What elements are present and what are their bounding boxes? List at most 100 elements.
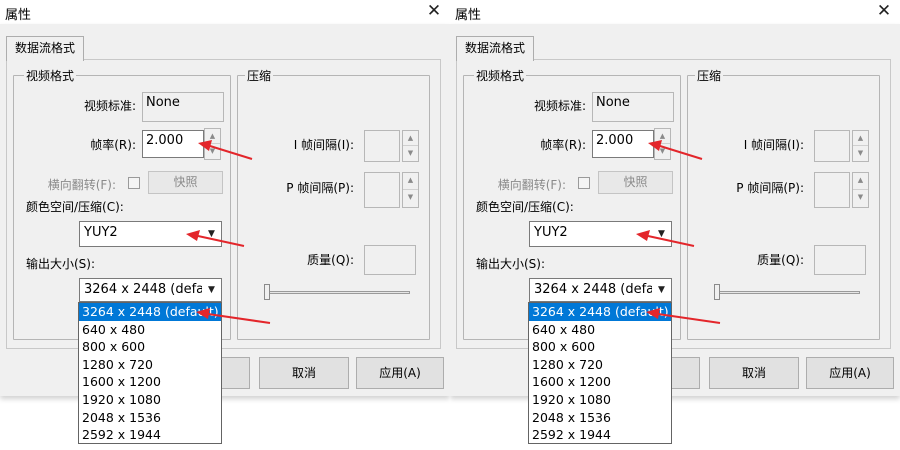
i-frame-interval-field <box>364 130 400 162</box>
window-title: 属性 <box>455 8 482 23</box>
dropdown-option[interactable]: 1920 x 1080 <box>82 391 161 407</box>
frame-rate-label: 帧率(R): <box>540 138 586 152</box>
spin-up-icon[interactable]: ▲ <box>205 129 220 144</box>
dropdown-option[interactable]: 2048 x 1536 <box>532 409 611 425</box>
quality-label: 质量(Q): <box>757 253 804 267</box>
spin-down-icon[interactable]: ▼ <box>407 149 414 157</box>
quality-slider-track[interactable] <box>268 291 410 294</box>
properties-dialog-right: 属性 ✕ 数据流格式 视频格式 视频标准: None 帧率(R): 2.000 … <box>450 0 900 450</box>
quality-slider-thumb[interactable] <box>264 284 270 300</box>
output-size-value: 3264 x 2448 (default) <box>84 282 202 297</box>
group-legend-compression: 压缩 <box>695 67 724 84</box>
spin-down-icon[interactable]: ▼ <box>209 147 216 155</box>
p-frame-interval-label: P 帧间隔(P): <box>736 181 804 195</box>
p-frame-spinner[interactable]: ▲ ▼ <box>852 172 869 208</box>
dropdown-option[interactable]: 3264 x 2448 (default) <box>529 303 671 321</box>
spin-up-icon[interactable]: ▲ <box>403 173 418 190</box>
chevron-down-icon[interactable]: ▼ <box>208 285 215 295</box>
frame-rate-input[interactable]: 2.000 <box>592 130 654 158</box>
color-space-label: 颜色空间/压缩(C): <box>26 200 124 214</box>
p-frame-interval-field <box>364 172 400 208</box>
spin-up-icon[interactable]: ▲ <box>403 131 418 146</box>
flip-horizontal-checkbox[interactable] <box>578 177 590 189</box>
i-frame-interval-label: I 帧间隔(I): <box>293 138 354 152</box>
output-size-select[interactable]: 3264 x 2448 (default) ▼ <box>529 278 672 302</box>
video-standard-label: 视频标准: <box>83 99 136 113</box>
i-frame-spinner[interactable]: ▲ ▼ <box>402 130 419 162</box>
quality-slider-thumb[interactable] <box>714 284 720 300</box>
p-frame-interval-label: P 帧间隔(P): <box>286 181 354 195</box>
dropdown-option[interactable]: 3264 x 2448 (default) <box>79 303 221 321</box>
color-space-label: 颜色空间/压缩(C): <box>476 200 574 214</box>
spin-up-icon[interactable]: ▲ <box>853 131 868 146</box>
close-icon[interactable]: ✕ <box>876 1 892 21</box>
i-frame-interval-label: I 帧间隔(I): <box>743 138 804 152</box>
spin-down-icon[interactable]: ▼ <box>407 193 414 201</box>
frame-rate-spinner[interactable]: ▲ ▼ <box>654 128 671 160</box>
dropdown-option[interactable]: 1920 x 1080 <box>532 391 611 407</box>
flip-horizontal-label: 横向翻转(F): <box>47 178 116 192</box>
frame-rate-label: 帧率(R): <box>90 138 136 152</box>
spin-up-icon[interactable]: ▲ <box>853 173 868 190</box>
output-size-select[interactable]: 3264 x 2448 (default) ▼ <box>79 278 222 302</box>
window-title: 属性 <box>5 8 32 23</box>
apply-button[interactable]: 应用(A) <box>356 357 444 389</box>
close-icon[interactable]: ✕ <box>426 1 442 21</box>
p-frame-spinner[interactable]: ▲ ▼ <box>402 172 419 208</box>
dropdown-option[interactable]: 2048 x 1536 <box>82 409 161 425</box>
spin-down-icon[interactable]: ▼ <box>659 147 666 155</box>
video-standard-field: None <box>142 92 224 122</box>
quality-field <box>364 245 416 275</box>
dropdown-option[interactable]: 1600 x 1200 <box>82 374 161 390</box>
snapshot-button[interactable]: 快照 <box>598 171 673 194</box>
tab-stream-format[interactable]: 数据流格式 <box>456 36 534 61</box>
cancel-button[interactable]: 取消 <box>709 357 799 389</box>
spin-down-icon[interactable]: ▼ <box>857 149 864 157</box>
flip-horizontal-label: 横向翻转(F): <box>497 178 566 192</box>
title-bar: 属性 ✕ <box>450 0 900 24</box>
color-space-select[interactable]: YUY2 ▼ <box>79 221 222 247</box>
dropdown-option[interactable]: 800 x 600 <box>82 339 146 355</box>
output-size-dropdown[interactable]: 3264 x 2448 (default) 640 x 480 800 x 60… <box>528 302 672 444</box>
chevron-down-icon[interactable]: ▼ <box>208 229 215 239</box>
snapshot-button[interactable]: 快照 <box>148 171 223 194</box>
group-compression <box>237 75 430 340</box>
quality-slider-track[interactable] <box>718 291 860 294</box>
dropdown-option[interactable]: 1280 x 720 <box>532 356 604 372</box>
chevron-down-icon[interactable]: ▼ <box>658 285 665 295</box>
color-space-value: YUY2 <box>534 225 568 240</box>
output-size-dropdown[interactable]: 3264 x 2448 (default) 640 x 480 800 x 60… <box>78 302 222 444</box>
apply-button[interactable]: 应用(A) <box>806 357 894 389</box>
quality-label: 质量(Q): <box>307 253 354 267</box>
title-bar: 属性 ✕ <box>0 0 450 24</box>
properties-dialog-left: 属性 ✕ 数据流格式 视频格式 视频标准: None 帧率(R): 2.000 … <box>0 0 450 444</box>
flip-horizontal-checkbox[interactable] <box>128 177 140 189</box>
group-legend-video-format: 视频格式 <box>474 67 527 84</box>
dropdown-option[interactable]: 2592 x 1944 <box>82 427 161 443</box>
cancel-button[interactable]: 取消 <box>259 357 349 389</box>
frame-rate-input[interactable]: 2.000 <box>142 130 204 158</box>
dropdown-option[interactable]: 1600 x 1200 <box>532 374 611 390</box>
p-frame-interval-field <box>814 172 850 208</box>
i-frame-interval-field <box>814 130 850 162</box>
frame-rate-spinner[interactable]: ▲ ▼ <box>204 128 221 160</box>
dropdown-option[interactable]: 640 x 480 <box>532 321 596 337</box>
group-legend-video-format: 视频格式 <box>24 67 77 84</box>
tab-stream-format[interactable]: 数据流格式 <box>6 36 84 61</box>
output-size-label: 输出大小(S): <box>476 257 546 271</box>
spin-down-icon[interactable]: ▼ <box>857 193 864 201</box>
chevron-down-icon[interactable]: ▼ <box>658 229 665 239</box>
output-size-value: 3264 x 2448 (default) <box>534 282 652 297</box>
video-standard-field: None <box>592 92 674 122</box>
dropdown-option[interactable]: 2592 x 1944 <box>532 427 611 443</box>
dropdown-option[interactable]: 640 x 480 <box>82 321 146 337</box>
video-standard-label: 视频标准: <box>533 99 586 113</box>
dropdown-option[interactable]: 1280 x 720 <box>82 356 154 372</box>
spin-up-icon[interactable]: ▲ <box>655 129 670 144</box>
color-space-select[interactable]: YUY2 ▼ <box>529 221 672 247</box>
i-frame-spinner[interactable]: ▲ ▼ <box>852 130 869 162</box>
dropdown-option[interactable]: 800 x 600 <box>532 339 596 355</box>
group-legend-compression: 压缩 <box>245 67 274 84</box>
group-compression <box>687 75 880 340</box>
output-size-label: 输出大小(S): <box>26 257 96 271</box>
